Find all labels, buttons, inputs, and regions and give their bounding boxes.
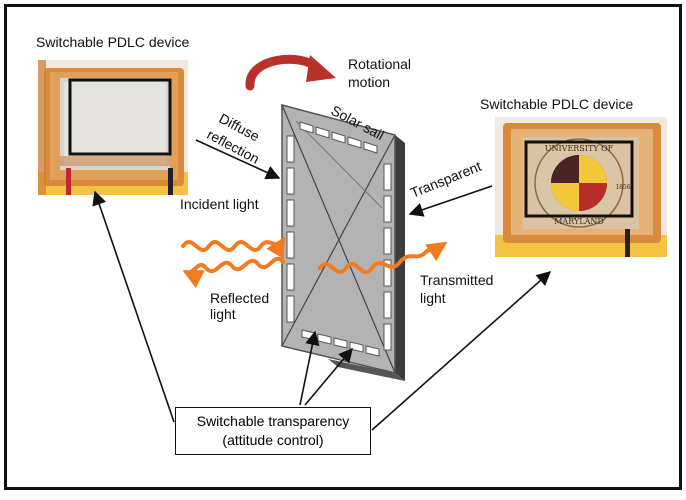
seal-year-text: 1856: [615, 184, 630, 191]
left-device-frame: [68, 78, 172, 156]
left-panel-1: [286, 135, 295, 163]
top-panel-3: [331, 131, 346, 144]
sail-bottom-edge: [328, 359, 405, 381]
left-device-label: Switchable PDLC device: [36, 34, 190, 50]
top-panel-4: [347, 136, 362, 149]
top-panel-5: [363, 141, 378, 154]
diffuse-arrow: [195, 139, 281, 180]
transmitted-light-label-1: Transmitted: [420, 272, 494, 288]
transparent-arrow: [408, 185, 493, 217]
callout-arrow-sail-2: [304, 347, 353, 406]
sail-diagonal-b: [281, 134, 396, 347]
left-panel-6: [286, 295, 295, 323]
reflected-light-wave: [182, 256, 285, 289]
top-panel-2: [315, 126, 330, 139]
callout-arrow-right: [371, 271, 552, 431]
sail-diagonal-c: [295, 120, 383, 209]
switchable-transparency-callout: Switchable transparency (attitude contro…: [175, 407, 371, 455]
right-panel-3: [383, 227, 392, 255]
right-panel-6: [383, 323, 392, 351]
left-panel-3: [286, 199, 295, 227]
seal-ring-text-bottom: MARYLAND: [554, 217, 604, 226]
callout-arrow-sail-1: [299, 330, 320, 406]
bottom-panel-5: [365, 345, 380, 357]
callout-line-1: Switchable transparency: [196, 413, 350, 429]
rotation-arrow-head: [306, 55, 336, 82]
right-device-label: Switchable PDLC device: [480, 96, 634, 112]
seal-ring-text: UNIVERSITY OF: [545, 144, 614, 153]
left-panel-4: [286, 231, 295, 259]
bottom-panel-4: [349, 341, 364, 353]
incident-light-wave: [181, 236, 286, 259]
right-device-frame: [524, 140, 634, 218]
incident-light-label: Incident light: [180, 196, 259, 212]
solar-sail: [281, 104, 405, 381]
sail-right-edge: [395, 135, 405, 381]
reflected-light-label-2: light: [210, 306, 236, 322]
right-panel-5: [383, 291, 392, 319]
transmitted-light-wave: [318, 241, 448, 274]
transmitted-light-label-2: light: [420, 290, 446, 306]
left-panel-5: [286, 263, 295, 291]
right-panel-1: [383, 163, 392, 191]
callout-line-2: (attitude control): [222, 432, 324, 448]
rotational-label-1: Rotational: [348, 56, 412, 72]
left-panel-2: [286, 167, 295, 195]
reflected-light-label-1: Reflected: [210, 290, 270, 306]
sail-diagonal-a: [281, 104, 396, 374]
right-panel-2: [383, 195, 392, 223]
right-panel-4: [383, 259, 392, 287]
top-panel-1: [299, 121, 314, 134]
rotational-label-2: motion: [348, 74, 391, 90]
callout-arrow-left: [92, 190, 175, 423]
